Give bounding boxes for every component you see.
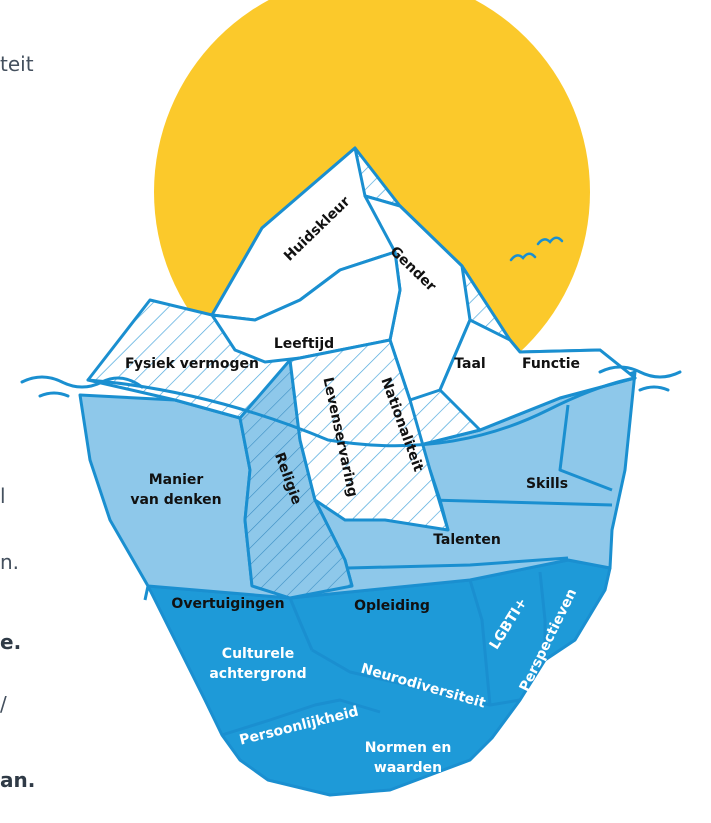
label-overtuigingen: Overtuigingen xyxy=(171,596,284,612)
side-text-6: an. xyxy=(0,768,36,792)
hatched-waterline-2 xyxy=(288,338,450,532)
label-leeftijd: Leeftijd xyxy=(274,336,334,352)
label-achtergrond: achtergrond xyxy=(209,666,306,682)
label-taal: Taal xyxy=(454,356,485,372)
iceberg-above xyxy=(86,146,637,447)
label-skills: Skills xyxy=(526,476,568,492)
side-text-3: n. xyxy=(0,550,20,574)
side-text-1: teit xyxy=(0,52,34,76)
waves xyxy=(20,365,682,448)
side-text-5: / xyxy=(0,692,7,716)
label-fysiek-vermogen: Fysiek vermogen xyxy=(125,356,259,372)
side-text-2: l xyxy=(0,484,6,508)
label-van-denken: van denken xyxy=(130,492,221,508)
label-manier: Manier xyxy=(149,472,204,488)
label-opleiding: Opleiding xyxy=(354,598,430,614)
side-text-4: e. xyxy=(0,630,22,654)
label-culturele: Culturele xyxy=(222,646,294,662)
label-normen-en: Normen en xyxy=(365,740,452,756)
label-talenten: Talenten xyxy=(433,532,501,548)
label-functie: Functie xyxy=(522,356,580,372)
label-waarden: waarden xyxy=(374,760,442,776)
bird-icon xyxy=(509,236,564,262)
